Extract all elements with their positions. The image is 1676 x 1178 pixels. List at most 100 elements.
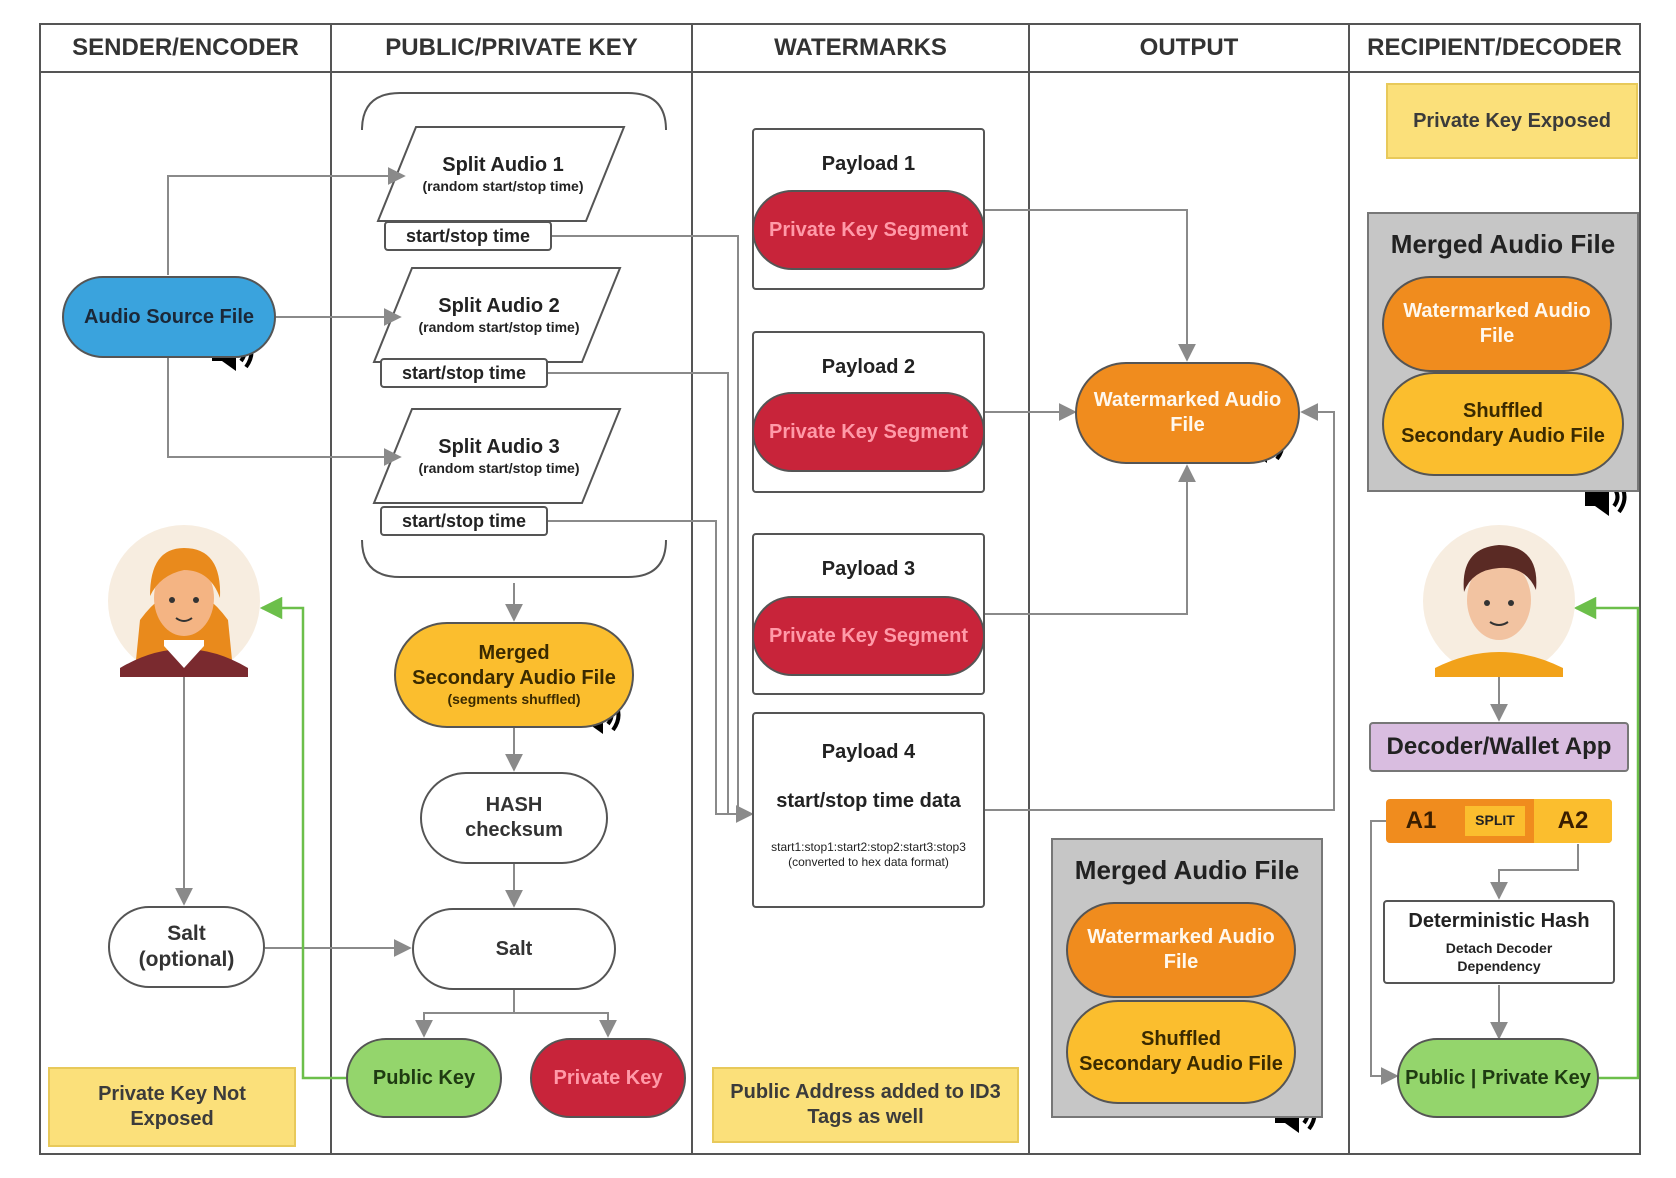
lane-title-watermarks: WATERMARKS xyxy=(774,34,947,61)
key-return-arrow xyxy=(259,596,346,1080)
split-sub: (random start/stop time) xyxy=(418,318,580,335)
bracket-top xyxy=(361,92,667,131)
audio-source-node: Audio Source File xyxy=(62,276,276,358)
man-avatar xyxy=(1423,525,1575,677)
segment-label: Private Key Segment xyxy=(769,624,968,647)
a1-label: A1 xyxy=(1405,807,1437,834)
split-audio-3-shape xyxy=(372,408,622,504)
format-line2: (converted to hex data format) xyxy=(788,855,949,869)
merged-line2: Secondary Audio File xyxy=(412,667,616,690)
public-key-node: Public Key xyxy=(346,1038,502,1118)
woman-avatar xyxy=(108,525,260,677)
connector xyxy=(415,990,515,1038)
merged-watermarked-label: Watermarked Audio File xyxy=(1403,300,1591,347)
payload-title: Payload 4 xyxy=(821,741,916,763)
decoder-wallet-app: Decoder/Wallet App xyxy=(1369,722,1629,772)
output-merged-shuffled: Shuffled Secondary Audio File xyxy=(1066,1000,1296,1104)
lane-title-output: OUTPUT xyxy=(1139,34,1239,61)
split-title: Split Audio 2 xyxy=(438,294,560,317)
shuffled-line1: Shuffled xyxy=(1141,1028,1221,1050)
payload-4-box: Payload 4 start/stop time data start1:st… xyxy=(752,712,985,908)
connector xyxy=(167,167,406,275)
merged-watermarked-label: Watermarked Audio File xyxy=(1087,926,1275,973)
note-text: Public Address added to ID3 Tags as well xyxy=(730,1081,1001,1128)
split-audio-2-shape xyxy=(372,267,622,363)
hash-line1: HASH xyxy=(485,794,543,816)
private-key-node: Private Key xyxy=(530,1038,686,1118)
connector xyxy=(548,520,754,823)
salt-label: Salt xyxy=(495,937,533,960)
note-text: Private Key Not Exposed xyxy=(98,1083,246,1130)
private-key-segment-2: Private Key Segment xyxy=(752,392,985,472)
lane-title-sender: SENDER/ENCODER xyxy=(72,34,299,61)
det-hash-title: Deterministic Hash xyxy=(1408,910,1590,932)
shuffled-line2: Secondary Audio File xyxy=(1401,425,1605,447)
connector xyxy=(1370,820,1399,1085)
payload-title: Payload 3 xyxy=(821,558,916,580)
lane-title-keys: PUBLIC/PRIVATE KEY xyxy=(385,34,638,61)
private-key-segment-1: Private Key Segment xyxy=(752,190,985,270)
connector xyxy=(985,209,1196,362)
frame xyxy=(39,23,1641,1155)
output-merged-watermarked: Watermarked Audio File xyxy=(1066,902,1296,998)
private-key-segment-3: Private Key Segment xyxy=(752,596,985,676)
keypair-label: Public | Private Key xyxy=(1405,1066,1591,1089)
segment-label: Private Key Segment xyxy=(769,218,968,241)
recipient-merged-shuffled: Shuffled Secondary Audio File xyxy=(1382,372,1624,476)
merged-title: Merged Audio File xyxy=(1074,855,1300,885)
recipient-keypair-node: Public | Private Key xyxy=(1397,1038,1599,1118)
startstop-label-1: start/stop time xyxy=(384,221,552,251)
a2-label: A2 xyxy=(1533,799,1612,843)
shuffled-line2: Secondary Audio File xyxy=(1079,1053,1283,1075)
connector xyxy=(548,372,729,814)
salt-node: Salt xyxy=(412,908,616,990)
watermarked-audio-node: Watermarked Audio File xyxy=(1075,362,1300,464)
salt-optional-label: Salt xyxy=(167,921,206,945)
format-line1: start1:stop1:start2:stop2:start3:stop3 xyxy=(771,840,966,854)
connector xyxy=(985,464,1196,615)
bracket-bottom xyxy=(361,539,667,578)
recipient-merged-watermarked: Watermarked Audio File xyxy=(1382,276,1612,372)
startstop-data-label: start/stop time data xyxy=(776,790,961,812)
hash-line2: checksum xyxy=(465,819,563,841)
merged-title: Merged Audio File xyxy=(1390,229,1616,259)
private-key-exposed-note: Private Key Exposed xyxy=(1386,83,1638,159)
split-audio-3: Split Audio 3 (random start/stop time) xyxy=(396,426,602,486)
shuffled-line1: Shuffled xyxy=(1463,400,1543,422)
deterministic-hash-box: Deterministic Hash Detach Decoder Depend… xyxy=(1383,900,1615,984)
merged-line1: Merged xyxy=(478,642,550,665)
note-text: Private Key Exposed xyxy=(1413,109,1611,132)
private-key-not-exposed-note: Private Key Not Exposed xyxy=(48,1067,296,1147)
payload-title: Payload 2 xyxy=(821,356,916,378)
payload-title: Payload 1 xyxy=(821,153,916,175)
startstop-label-2: start/stop time xyxy=(380,358,548,388)
public-key-label: Public Key xyxy=(372,1066,476,1089)
salt-optional-node: Salt (optional) xyxy=(108,906,265,988)
merged-sub: (segments shuffled) xyxy=(447,691,581,708)
split-sub: (random start/stop time) xyxy=(418,459,580,476)
split-audio-1-shape xyxy=(376,126,626,222)
decoder-app-label: Decoder/Wallet App xyxy=(1386,733,1612,760)
hash-checksum-node: HASH checksum xyxy=(420,772,608,864)
split-audio-2: Split Audio 2 (random start/stop time) xyxy=(396,285,602,345)
merged-secondary-node: Merged Secondary Audio File (segments sh… xyxy=(394,622,634,728)
det-sub1: Detach Decoder xyxy=(1445,940,1553,956)
segment-label: Private Key Segment xyxy=(769,420,968,443)
connector xyxy=(1490,844,1579,900)
split-label: SPLIT xyxy=(1465,806,1525,836)
split-audio-1: Split Audio 1 (random start/stop time) xyxy=(400,144,606,204)
split-title: Split Audio 3 xyxy=(438,435,560,458)
key-return-arrow xyxy=(1573,596,1640,1080)
public-address-note: Public Address added to ID3 Tags as well xyxy=(712,1067,1019,1143)
split-bar: A1 SPLIT A2 xyxy=(1386,799,1612,843)
connector xyxy=(985,403,1335,811)
split-title: Split Audio 1 xyxy=(442,153,564,176)
salt-optional-sub: (optional) xyxy=(138,948,235,971)
det-sub2: Dependency xyxy=(1457,957,1541,974)
lane-title-recipient: RECIPIENT/DECODER xyxy=(1367,34,1622,61)
startstop-label-3: start/stop time xyxy=(380,506,548,536)
audio-source-label: Audio Source File xyxy=(83,305,255,328)
connector xyxy=(167,358,402,466)
